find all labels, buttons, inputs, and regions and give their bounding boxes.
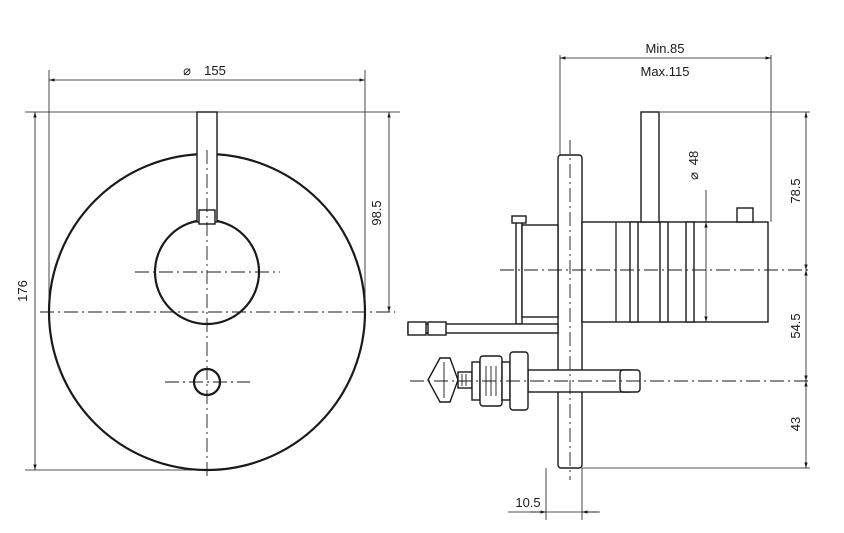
body-ring-1 [629,221,639,323]
dimension-front-diameter-label: 155 [204,63,226,78]
flat-bar-tab-2 [427,321,447,336]
dimension-plate-thickness-label: 10.5 [515,495,540,510]
dimension-depth-min-label: Min.85 [645,41,684,56]
dimension-front-height-label: 176 [15,280,30,302]
front-view: ⌀ 155 176 98.5 [15,63,400,480]
body-ring-3 [685,221,695,323]
dimension-middle-height-label: 54.5 [788,313,803,338]
dimension-body-diameter-label: 48 [686,151,701,165]
side-view: Min.85 Max.115 ⌀ 48 78.5 54.5 43 10.5 [407,41,810,520]
dimension-upper-height-label: 78.5 [788,178,803,203]
rear-housing [521,224,559,318]
body-ring-2 [659,221,669,323]
flat-bar-tab-1 [407,321,427,336]
top-pin [736,207,754,223]
dimension-front-offset-label: 98.5 [369,200,384,225]
dimension-lower-height-label: 43 [788,417,803,431]
dimension-front-diameter-symbol: ⌀ [183,63,191,78]
dimension-depth-max-label: Max.115 [641,64,690,79]
rear-bracket-vertical [515,219,523,325]
rear-bracket-top [511,215,527,224]
dimension-body-diameter-symbol: ⌀ [686,172,701,180]
lever-side [640,111,660,223]
mixer-body [581,221,769,323]
